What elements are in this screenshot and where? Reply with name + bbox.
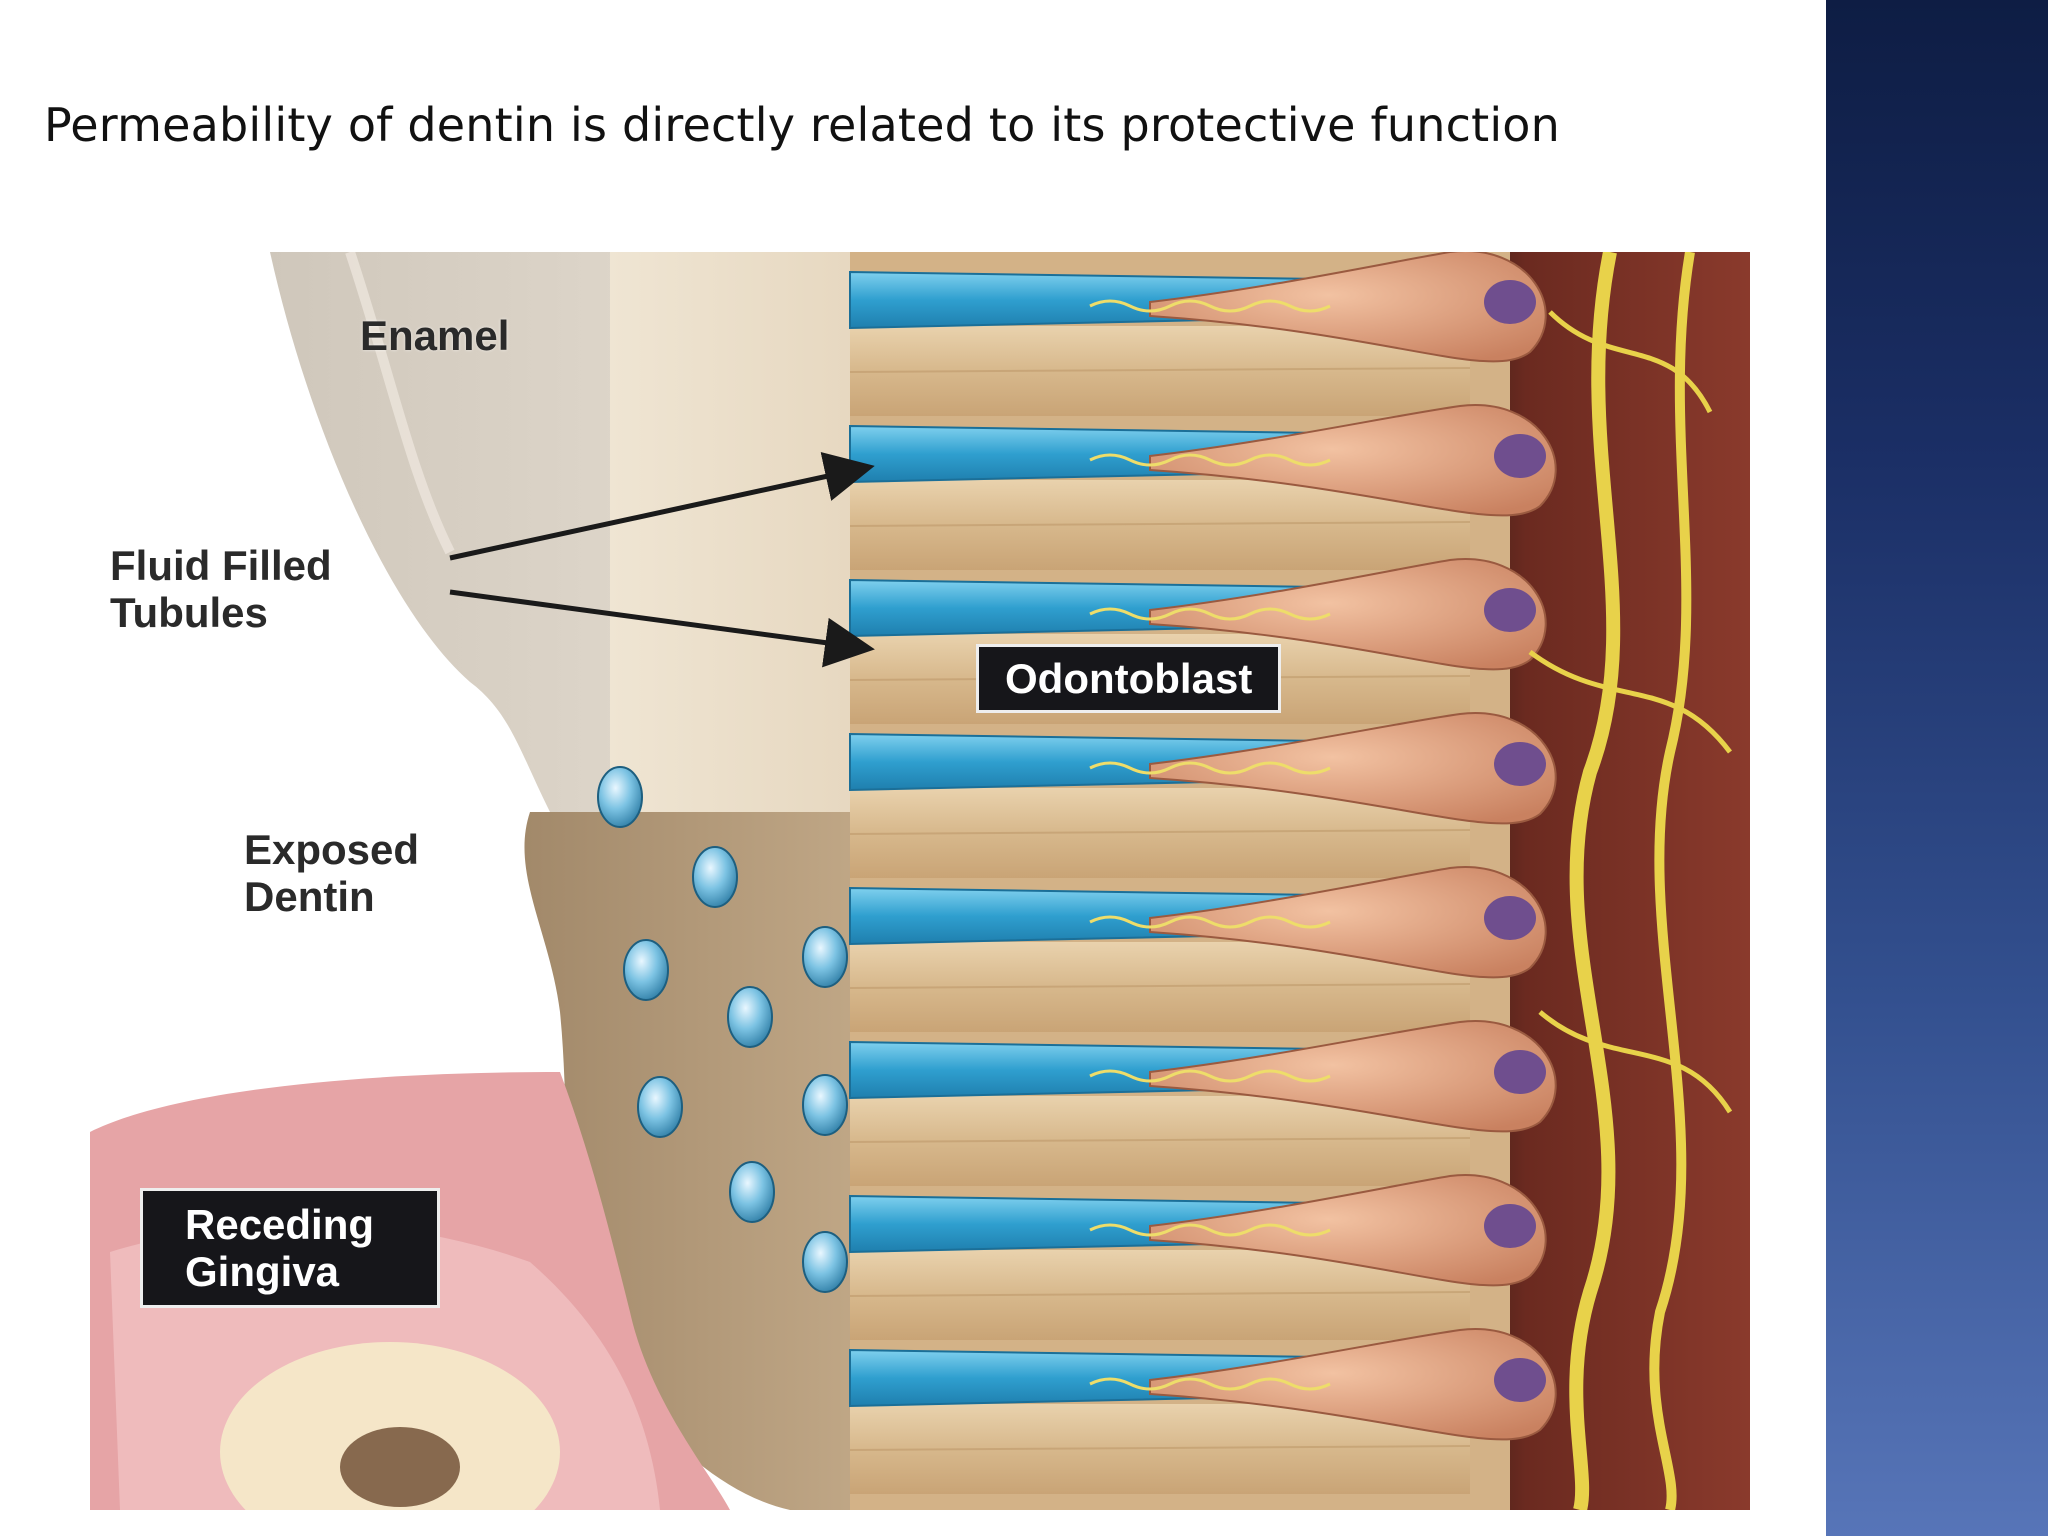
fluid-droplet	[727, 986, 773, 1048]
dentin-outer-band	[610, 252, 870, 812]
odontoblast-cell	[1149, 712, 1557, 825]
nerve-process	[1089, 453, 1331, 467]
fluid-filled-tubules-label: Fluid Filled Tubules	[110, 542, 332, 636]
exposed-dentin-label: Exposed Dentin	[244, 826, 419, 920]
receding-gingiva-label-line2: Gingiva	[185, 1248, 340, 1296]
nerve-trunk	[1649, 252, 1695, 1510]
fluid-droplet	[623, 939, 669, 1001]
fluid-filled-tubules-label-line1: Fluid Filled	[110, 542, 332, 589]
cell-nucleus	[1484, 280, 1536, 324]
nerve-trunk	[1569, 252, 1621, 1510]
dentin-grain	[849, 367, 1471, 373]
cell-nucleus	[1484, 588, 1536, 632]
receding-gingiva-label: Receding Gingiva	[140, 1188, 440, 1309]
tubule-pointer-arrow-upper	[449, 452, 875, 561]
cell-nucleus	[1484, 1204, 1536, 1248]
nerve-fibers	[1089, 252, 1733, 1510]
dentin-grain	[849, 521, 1471, 527]
cell-nucleus	[1494, 742, 1546, 786]
exposed-dentin-label-line1: Exposed	[244, 826, 420, 873]
nerve-process	[1089, 1069, 1331, 1083]
odontoblast-cell	[1149, 1328, 1557, 1441]
cell-nucleus	[1484, 896, 1536, 940]
slide-title: Permeability of dentin is directly relat…	[44, 98, 1561, 152]
dentin-grain	[849, 1445, 1471, 1451]
exposed-dentin-label-line2: Dentin	[244, 873, 375, 921]
dentin-grain	[849, 1291, 1471, 1297]
cell-nucleus	[1494, 434, 1546, 478]
odontoblast-cell	[1149, 252, 1547, 363]
fluid-droplet	[637, 1076, 683, 1138]
tubule-pointer-arrow-lower	[449, 589, 875, 668]
fluid-droplets	[597, 766, 848, 1293]
nerve-process	[1089, 299, 1331, 313]
odontoblast-cell	[1149, 1174, 1547, 1287]
enamel-label: Enamel	[360, 312, 510, 359]
fluid-droplet	[692, 846, 738, 908]
fluid-droplet	[802, 1074, 848, 1136]
odontoblast-cells	[1149, 252, 1557, 1441]
fluid-droplet	[802, 1231, 848, 1293]
fluid-droplet	[597, 766, 643, 828]
odontoblast-label: Odontoblast	[976, 644, 1282, 714]
dentin-grain	[849, 983, 1471, 989]
dentin-permeability-illustration: Enamel Fluid Filled Tubules Odontoblast …	[90, 252, 1750, 1510]
odontoblast-cell	[1149, 404, 1557, 517]
dentin-grain	[849, 1137, 1471, 1143]
odontoblast-cell	[1149, 558, 1547, 671]
nerve-process	[1089, 607, 1331, 621]
nerve-process	[1089, 1377, 1331, 1391]
nerve-process	[1089, 1223, 1331, 1237]
nerve-process	[1089, 761, 1331, 775]
cell-nucleus	[1494, 1050, 1546, 1094]
nerve-branch	[1528, 310, 1733, 1114]
receding-gingiva-label-line1: Receding	[185, 1201, 375, 1248]
slide-accent-band	[1826, 0, 2048, 1536]
odontoblast-cell	[1149, 1020, 1557, 1133]
dentin-grain	[849, 829, 1471, 835]
fluid-droplet	[729, 1161, 775, 1223]
odontoblast-cell	[1149, 866, 1547, 979]
fluid-filled-tubules-label-line2: Tubules	[110, 589, 268, 637]
cell-nucleus	[1494, 1358, 1546, 1402]
nerve-process	[1089, 915, 1331, 929]
fluid-droplet	[802, 926, 848, 988]
